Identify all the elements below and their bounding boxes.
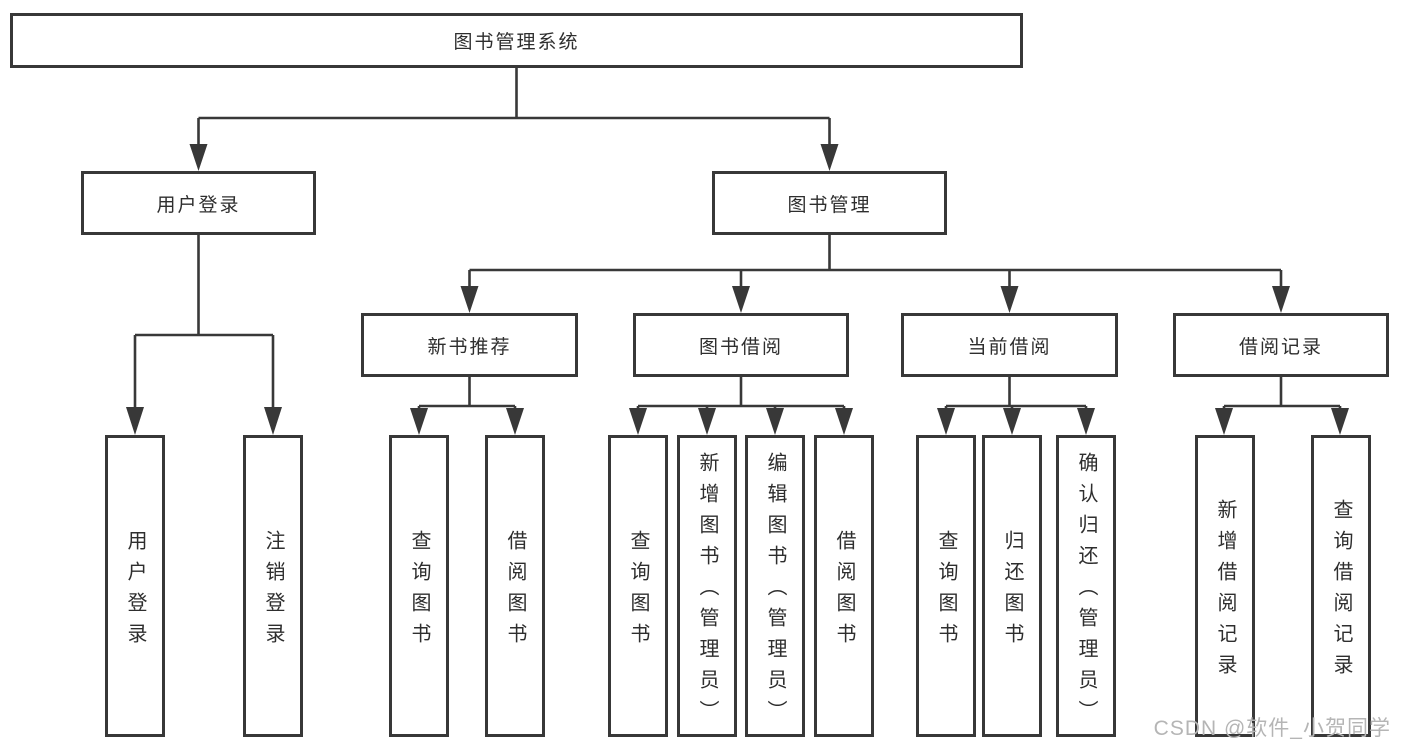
leaf-query-books-recommend: 查询图书 xyxy=(389,435,449,737)
watermark: CSDN @软件_小贺同学 xyxy=(1153,717,1391,740)
node-label: 用户登录 xyxy=(156,194,241,216)
node-label: 新增图书（管理员） xyxy=(696,452,718,731)
node-label: 确认归还（管理员） xyxy=(1075,452,1097,731)
node-label: 新增借阅记录 xyxy=(1214,498,1236,685)
node-library-management-system: 图书管理系统 xyxy=(10,13,1023,68)
node-label: 查询图书 xyxy=(935,529,957,654)
node-label: 用户登录 xyxy=(124,529,146,654)
node-label: 查询图书 xyxy=(627,529,649,654)
node-label: 注销登录 xyxy=(262,529,284,654)
leaf-query-books-borrow: 查询图书 xyxy=(608,435,668,737)
node-label: 图书管理 xyxy=(787,194,872,216)
node-current-borrow: 当前借阅 xyxy=(901,313,1118,377)
node-new-book-recommend: 新书推荐 xyxy=(361,313,578,377)
node-label: 当前借阅 xyxy=(967,336,1052,358)
leaf-user-login: 用户登录 xyxy=(105,435,165,737)
node-label: 查询借阅记录 xyxy=(1330,498,1352,685)
node-book-management: 图书管理 xyxy=(712,171,947,235)
node-label: 借阅图书 xyxy=(833,529,855,654)
leaf-add-borrow-record: 新增借阅记录 xyxy=(1195,435,1255,737)
node-label: 归还图书 xyxy=(1001,529,1023,654)
leaf-logout: 注销登录 xyxy=(243,435,303,737)
leaf-query-books-current: 查询图书 xyxy=(916,435,976,737)
leaf-query-borrow-record: 查询借阅记录 xyxy=(1311,435,1371,737)
leaf-return-book: 归还图书 xyxy=(982,435,1042,737)
node-book-borrow: 图书借阅 xyxy=(633,313,849,377)
node-label: 图书借阅 xyxy=(698,336,783,358)
node-label: 查询图书 xyxy=(408,529,430,654)
node-borrow-records: 借阅记录 xyxy=(1173,313,1389,377)
leaf-borrow-books-recommend: 借阅图书 xyxy=(485,435,545,737)
leaf-borrow-books: 借阅图书 xyxy=(814,435,874,737)
node-label: 图书管理系统 xyxy=(453,32,580,53)
node-label: 借阅记录 xyxy=(1238,336,1323,358)
node-label: 编辑图书（管理员） xyxy=(764,452,786,731)
leaf-add-book-admin: 新增图书（管理员） xyxy=(677,435,737,737)
node-label: 新书推荐 xyxy=(427,336,512,358)
leaf-confirm-return-admin: 确认归还（管理员） xyxy=(1056,435,1116,737)
node-user-login: 用户登录 xyxy=(81,171,316,235)
node-label: 借阅图书 xyxy=(504,529,526,654)
leaf-edit-book-admin: 编辑图书（管理员） xyxy=(745,435,805,737)
